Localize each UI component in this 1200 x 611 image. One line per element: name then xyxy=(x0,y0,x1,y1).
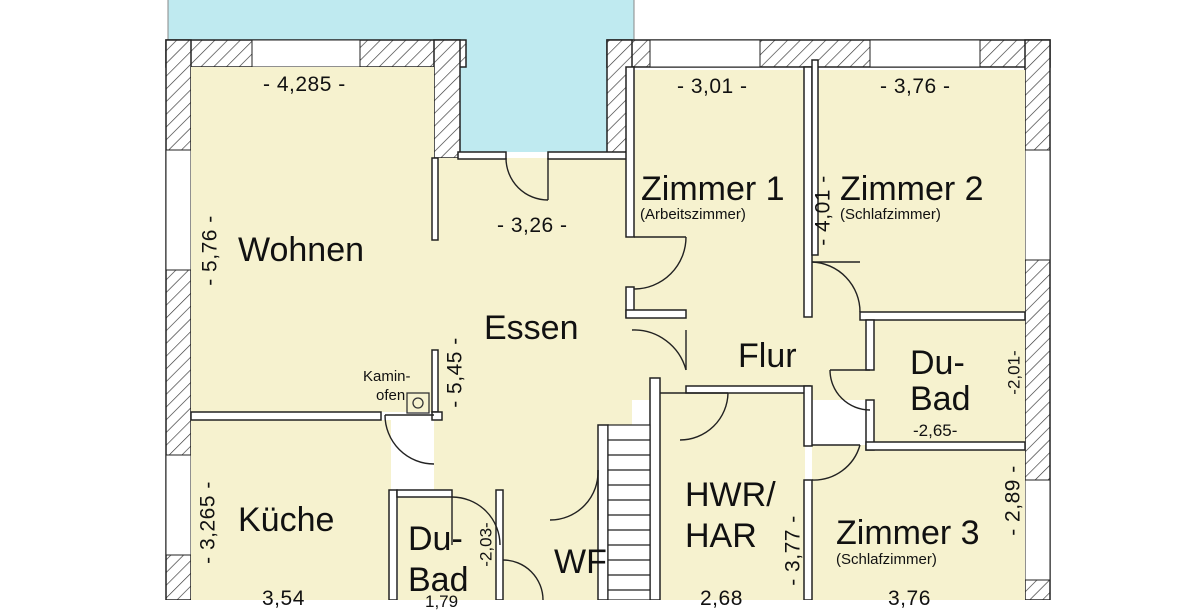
dim-wohnen-height: - 5,76 - xyxy=(198,215,222,286)
kaminofen-symbol xyxy=(406,392,430,414)
room-zimmer2 xyxy=(812,70,1025,310)
room-floors xyxy=(191,67,1025,600)
dim-essen-width: - 3,26 - xyxy=(497,214,568,237)
outer-walls xyxy=(165,39,1051,600)
room-sublabel-zimmer2: (Schlafzimmer) xyxy=(840,206,941,223)
room-label-zimmer1: Zimmer 1 xyxy=(641,170,785,208)
dim-zimmer1-width: - 3,01 - xyxy=(677,75,748,98)
dim-hwr-height: - 3,77 - xyxy=(781,515,805,586)
room-zimmer3 xyxy=(812,445,1025,600)
dim-kueche-width: 3,54 xyxy=(262,587,305,610)
room-sublabel-zimmer1: (Arbeitszimmer) xyxy=(640,206,746,223)
room-dubad-left xyxy=(398,492,500,600)
room-label-zimmer3: Zimmer 3 xyxy=(836,514,980,552)
room-sublabel-zimmer3: (Schlafzimmer) xyxy=(836,551,937,568)
room-label-dubad-right-line1: Du- xyxy=(910,344,965,382)
room-label-zimmer2: Zimmer 2 xyxy=(840,170,984,208)
dim-zimmer2-width: - 3,76 - xyxy=(880,75,951,98)
room-zimmer1 xyxy=(632,70,804,310)
dim-wohnen-width: - 4,285 - xyxy=(263,73,346,96)
room-label-dubad-left-line1: Du- xyxy=(408,520,463,558)
dim-dubad-left-width: 1,79 xyxy=(425,592,459,611)
room-label-wf: WF xyxy=(554,543,607,581)
dim-dubad-right-width: -2,65- xyxy=(913,421,958,440)
room-hwr xyxy=(660,392,805,600)
room-kueche xyxy=(191,420,391,600)
kaminofen-label-line1: Kamin- xyxy=(363,368,411,385)
dim-kueche-height: - 3,265 - xyxy=(196,481,220,564)
room-label-hwr-line1: HWR/ xyxy=(685,476,776,514)
door-swings xyxy=(384,157,871,600)
dim-hwr-width: 2,68 xyxy=(700,587,743,610)
staircase xyxy=(607,424,651,600)
dim-essen-height: - 5,45 - xyxy=(443,337,467,408)
room-label-wohnen: Wohnen xyxy=(238,231,365,269)
room-label-flur: Flur xyxy=(738,337,797,375)
room-label-dubad-left-line2: Bad xyxy=(408,561,469,599)
dim-dubad-right-height: -2,01- xyxy=(1004,350,1024,395)
dim-zimmer3-width: 3,76 xyxy=(888,587,931,610)
interior-walls xyxy=(190,59,1026,600)
dim-zimmer3-height: - 2,89 - xyxy=(1001,465,1025,536)
room-label-dubad-right-line2: Bad xyxy=(910,380,971,418)
dim-zimmer-height: - 4,01 - xyxy=(811,175,835,246)
room-dubad-right xyxy=(870,320,1025,445)
kaminofen-label-line2: ofen xyxy=(376,387,406,404)
room-label-hwr-line2: HAR xyxy=(685,517,757,555)
room-wohnen xyxy=(191,67,434,412)
room-label-essen: Essen xyxy=(484,309,579,347)
dim-dubad-left-height: -2,03- xyxy=(476,522,496,567)
room-label-kueche: Küche xyxy=(238,501,335,539)
